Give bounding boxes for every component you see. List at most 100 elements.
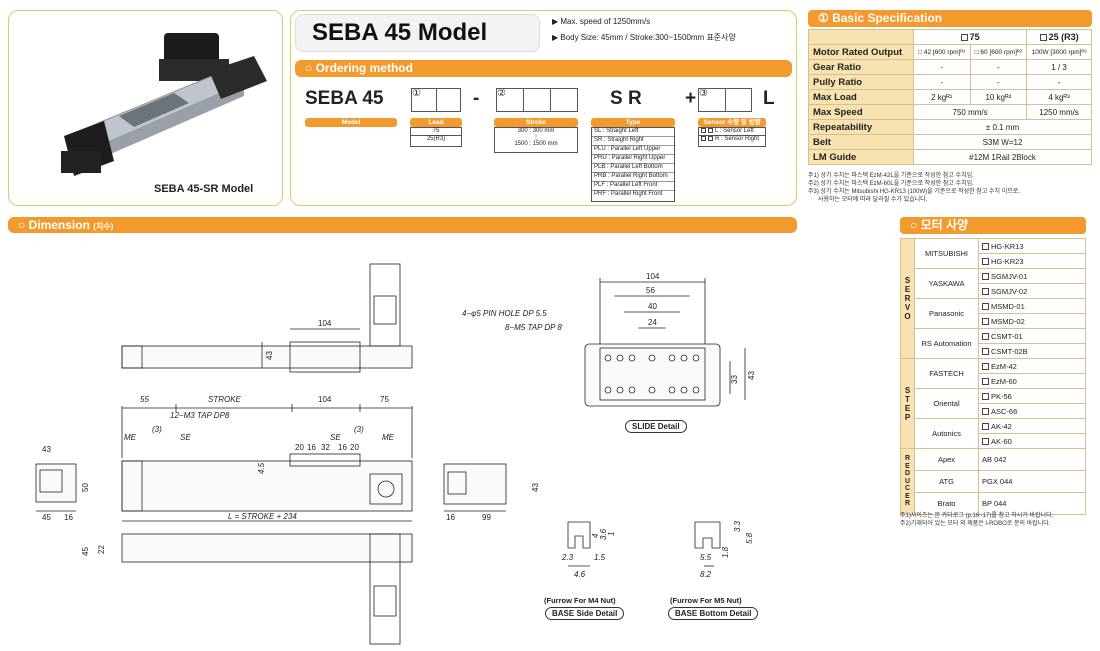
motor-model: SGMJV-01 [991, 271, 1028, 281]
bullet-1: ▶ Max. speed of 1250mm/s [552, 17, 651, 26]
dim-16b: 16 [338, 443, 347, 452]
type-plf: PLF : Parallel Left Front [592, 182, 674, 191]
dim-50: 50 [81, 483, 90, 492]
motor-option[interactable]: EzM-60 [978, 373, 1086, 389]
slide-24: 24 [648, 318, 657, 327]
dimension-heading-bar: ○ Dimension (치수) [8, 217, 797, 233]
spec-col-75-label: 75 [969, 32, 980, 42]
circle-1: ① [412, 88, 421, 99]
spec-row: Gear Ratio - - 1 / 3 [808, 59, 1092, 75]
motor-model: ASC-66 [991, 406, 1018, 416]
motor-option[interactable]: SGMJV-02 [978, 283, 1086, 299]
dim-3-left: (3) [152, 425, 162, 434]
motor-option[interactable]: CSMT-01 [978, 328, 1086, 344]
tag-stroke: Stroke [494, 118, 578, 127]
motor-option[interactable]: HG-KR23 [978, 253, 1086, 269]
stroke-box [496, 88, 578, 112]
dim-99: 99 [482, 513, 491, 522]
stroke-option-1: 300 : 300 mm [517, 128, 555, 134]
slide-56: 56 [646, 286, 655, 295]
stroke-box-div2 [550, 88, 551, 112]
dim-43-side: 43 [42, 445, 51, 454]
spec-cell: - [969, 59, 1028, 75]
spec-cell: #12M 1Rail 2Block [913, 149, 1092, 165]
type-sl: SL : Straight Left [592, 128, 674, 137]
spec-cell: 4 kgᴿ³ [1026, 89, 1092, 105]
dim-75: 75 [380, 395, 389, 404]
m4-2-3: 2.3 [561, 553, 574, 562]
lead-option-2: 25(R3) [426, 136, 446, 142]
m4-1: 1 [607, 532, 616, 536]
actuator-product-illustration [61, 33, 267, 176]
spec-cell: - [913, 74, 971, 90]
motor-option[interactable]: HG-KR13 [978, 238, 1086, 254]
motor-option[interactable]: AK-42 [978, 418, 1086, 434]
motor-notes: 주1)사이즈는 본 카다로그 (p.16~17)를 참고 하시기 바랍니다. 주… [900, 512, 1095, 528]
dim-32: 32 [321, 443, 330, 452]
motor-model: MSMD-02 [991, 316, 1025, 326]
lead-options: 75 25(R3) [410, 127, 462, 147]
m5-5-5: 5.5 [700, 553, 712, 562]
motor-model: MSMD-01 [991, 301, 1025, 311]
motor-brand: Oriental [914, 388, 979, 419]
tag-lead: Lead [410, 118, 462, 127]
motor-note-1: 주1)사이즈는 본 카다로그 (p.16~17)를 참고 하시기 바랍니다. [900, 513, 1054, 519]
motor-model: HG-KR13 [991, 241, 1024, 251]
product-image-panel: SEBA 45-SR Model [8, 10, 283, 206]
base-bottom-detail-label: BASE Bottom Detail [668, 607, 759, 620]
spec-cell: - [1026, 74, 1092, 90]
motor-model: CSMT-02B [991, 346, 1028, 356]
tag-type: Type [591, 118, 675, 127]
motor-option[interactable]: MSMD-02 [978, 313, 1086, 329]
spec-row: LM Guide #12M 1Rail 2Block [808, 149, 1092, 165]
spec-row: Max Speed 750 mm/s 1250 mm/s [808, 104, 1092, 120]
spec-label: Belt [808, 134, 914, 150]
slide-33: 33 [730, 375, 739, 384]
dim-45-side: 45 [42, 513, 51, 522]
spec-corner [808, 29, 914, 45]
motor-option[interactable]: ASC-66 [978, 403, 1086, 419]
spec-cell: S3M W=12 [913, 134, 1092, 150]
motor-brand: Brato [914, 492, 979, 515]
type-plb: PLB : Parallel Left Bottom [592, 164, 674, 173]
motor-option[interactable]: SGMJV-01 [978, 268, 1086, 284]
motor-option[interactable]: CSMT-02B [978, 343, 1086, 359]
dim-104-top: 104 [318, 319, 332, 328]
ordering-model-code: SEBA 45 [305, 88, 384, 109]
title-box: SEBA 45 Model [295, 14, 540, 52]
spec-notes: 주1) 상기 수치는 파스텍 EzM-42L을 기준으로 작성한 참고 수치임.… [808, 172, 1098, 204]
circle-3: ③ [699, 88, 708, 99]
dim-43-right: 43 [531, 483, 540, 492]
motor-model: AK-60 [991, 436, 1012, 446]
spec-cell: - [913, 59, 971, 75]
dim-43-top: 43 [265, 351, 274, 360]
dimension-heading: ○ Dimension [18, 218, 90, 232]
dim-104-mid: 104 [318, 395, 332, 404]
ordering-heading: Ordering method [315, 61, 413, 75]
motor-option[interactable]: EzM-42 [978, 358, 1086, 374]
base-side-detail-label: BASE Side Detail [545, 607, 625, 620]
dim-se-left: SE [180, 433, 191, 442]
dim-3-right: (3) [354, 425, 364, 434]
m5-5-8: 5.8 [745, 532, 754, 544]
spec-cell: 1 / 3 [1026, 59, 1092, 75]
spec-heading-bar: ① Basic Specification [808, 10, 1092, 27]
dimension-drawing: 104 43 55 STROKE 104 75 12−M3 TAP DP8 ME… [35, 263, 756, 645]
spec-row: Belt S3M W=12 [808, 134, 1092, 150]
m4-3-6: 3.6 [599, 528, 608, 540]
spec-cell: 1250 mm/s [1026, 104, 1092, 120]
spec-cell: ± 0.1 mm [913, 119, 1092, 135]
motor-option[interactable]: MSMD-01 [978, 298, 1086, 314]
motor-option[interactable]: PK-56 [978, 388, 1086, 404]
ordering-plus: + [685, 88, 697, 109]
motor-model: SGMJV-02 [991, 286, 1028, 296]
m4-1-5: 1.5 [594, 553, 606, 562]
ordering-dash: - [473, 88, 480, 109]
spec-row: Pully Ratio - - - [808, 74, 1092, 90]
spec-note-3: 주3) 상기 수치는 Mitsubishi HG-KR13 (100W)을 기준… [808, 189, 1020, 195]
motor-option[interactable]: AK-60 [978, 433, 1086, 449]
motor-model: PK-56 [991, 391, 1012, 401]
furrow-m5: (Furrow For M5 Nut) [670, 596, 742, 605]
type-plu: PLU : Parallel Left Upper [592, 146, 674, 155]
